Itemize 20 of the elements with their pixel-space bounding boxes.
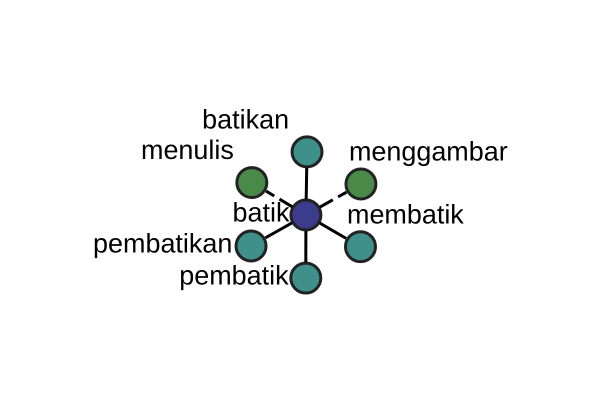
node-circle	[290, 135, 324, 168]
node-circle	[289, 198, 322, 232]
node-label: batik	[232, 198, 290, 228]
node-label: menggambar	[348, 136, 508, 167]
node-circle	[344, 168, 378, 200]
node-circle	[344, 230, 377, 264]
node-label: pembatik	[179, 260, 289, 291]
connector	[319, 190, 348, 208]
connector	[318, 222, 347, 240]
connector	[264, 222, 293, 240]
node-label: pembatikan	[93, 228, 232, 259]
connector	[265, 190, 294, 208]
node-label: batikan	[202, 104, 290, 135]
node-circle	[289, 262, 322, 295]
node-circle	[234, 230, 268, 262]
connector	[304, 168, 308, 200]
node-label: membatik	[347, 199, 464, 230]
node-circle	[235, 166, 268, 200]
connector	[304, 230, 308, 262]
node-label: menulis	[141, 135, 234, 166]
